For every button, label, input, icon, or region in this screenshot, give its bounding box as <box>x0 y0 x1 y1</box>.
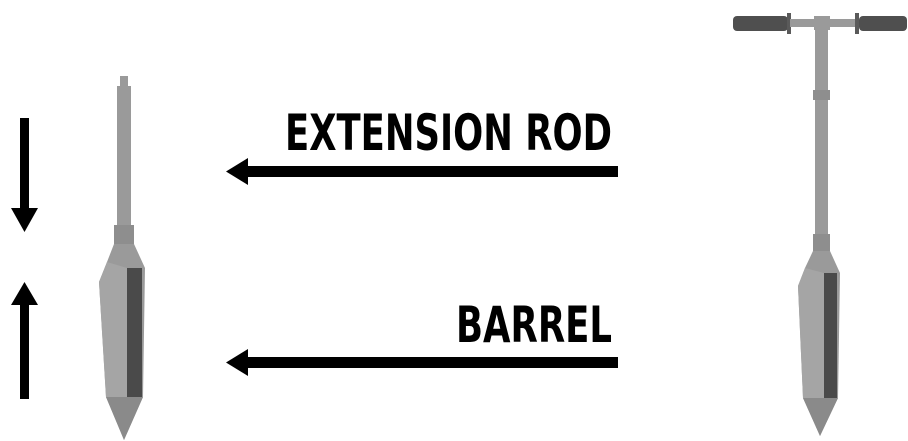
extension-rod-label: EXTENSION ROD <box>285 104 612 162</box>
right-auger-tool <box>733 13 907 436</box>
right-extension-rod <box>813 28 830 252</box>
left-extension-rod <box>114 76 134 245</box>
arrow-left-icon <box>226 349 618 376</box>
arrow-up-icon <box>11 282 38 399</box>
right-barrel <box>798 251 840 436</box>
arrow-down-icon <box>11 118 38 232</box>
barrel-label: BARREL <box>456 296 612 354</box>
left-auger-tool <box>99 76 145 440</box>
arrow-left-icon <box>226 158 618 185</box>
t-handle <box>733 13 907 34</box>
left-barrel <box>99 244 145 440</box>
